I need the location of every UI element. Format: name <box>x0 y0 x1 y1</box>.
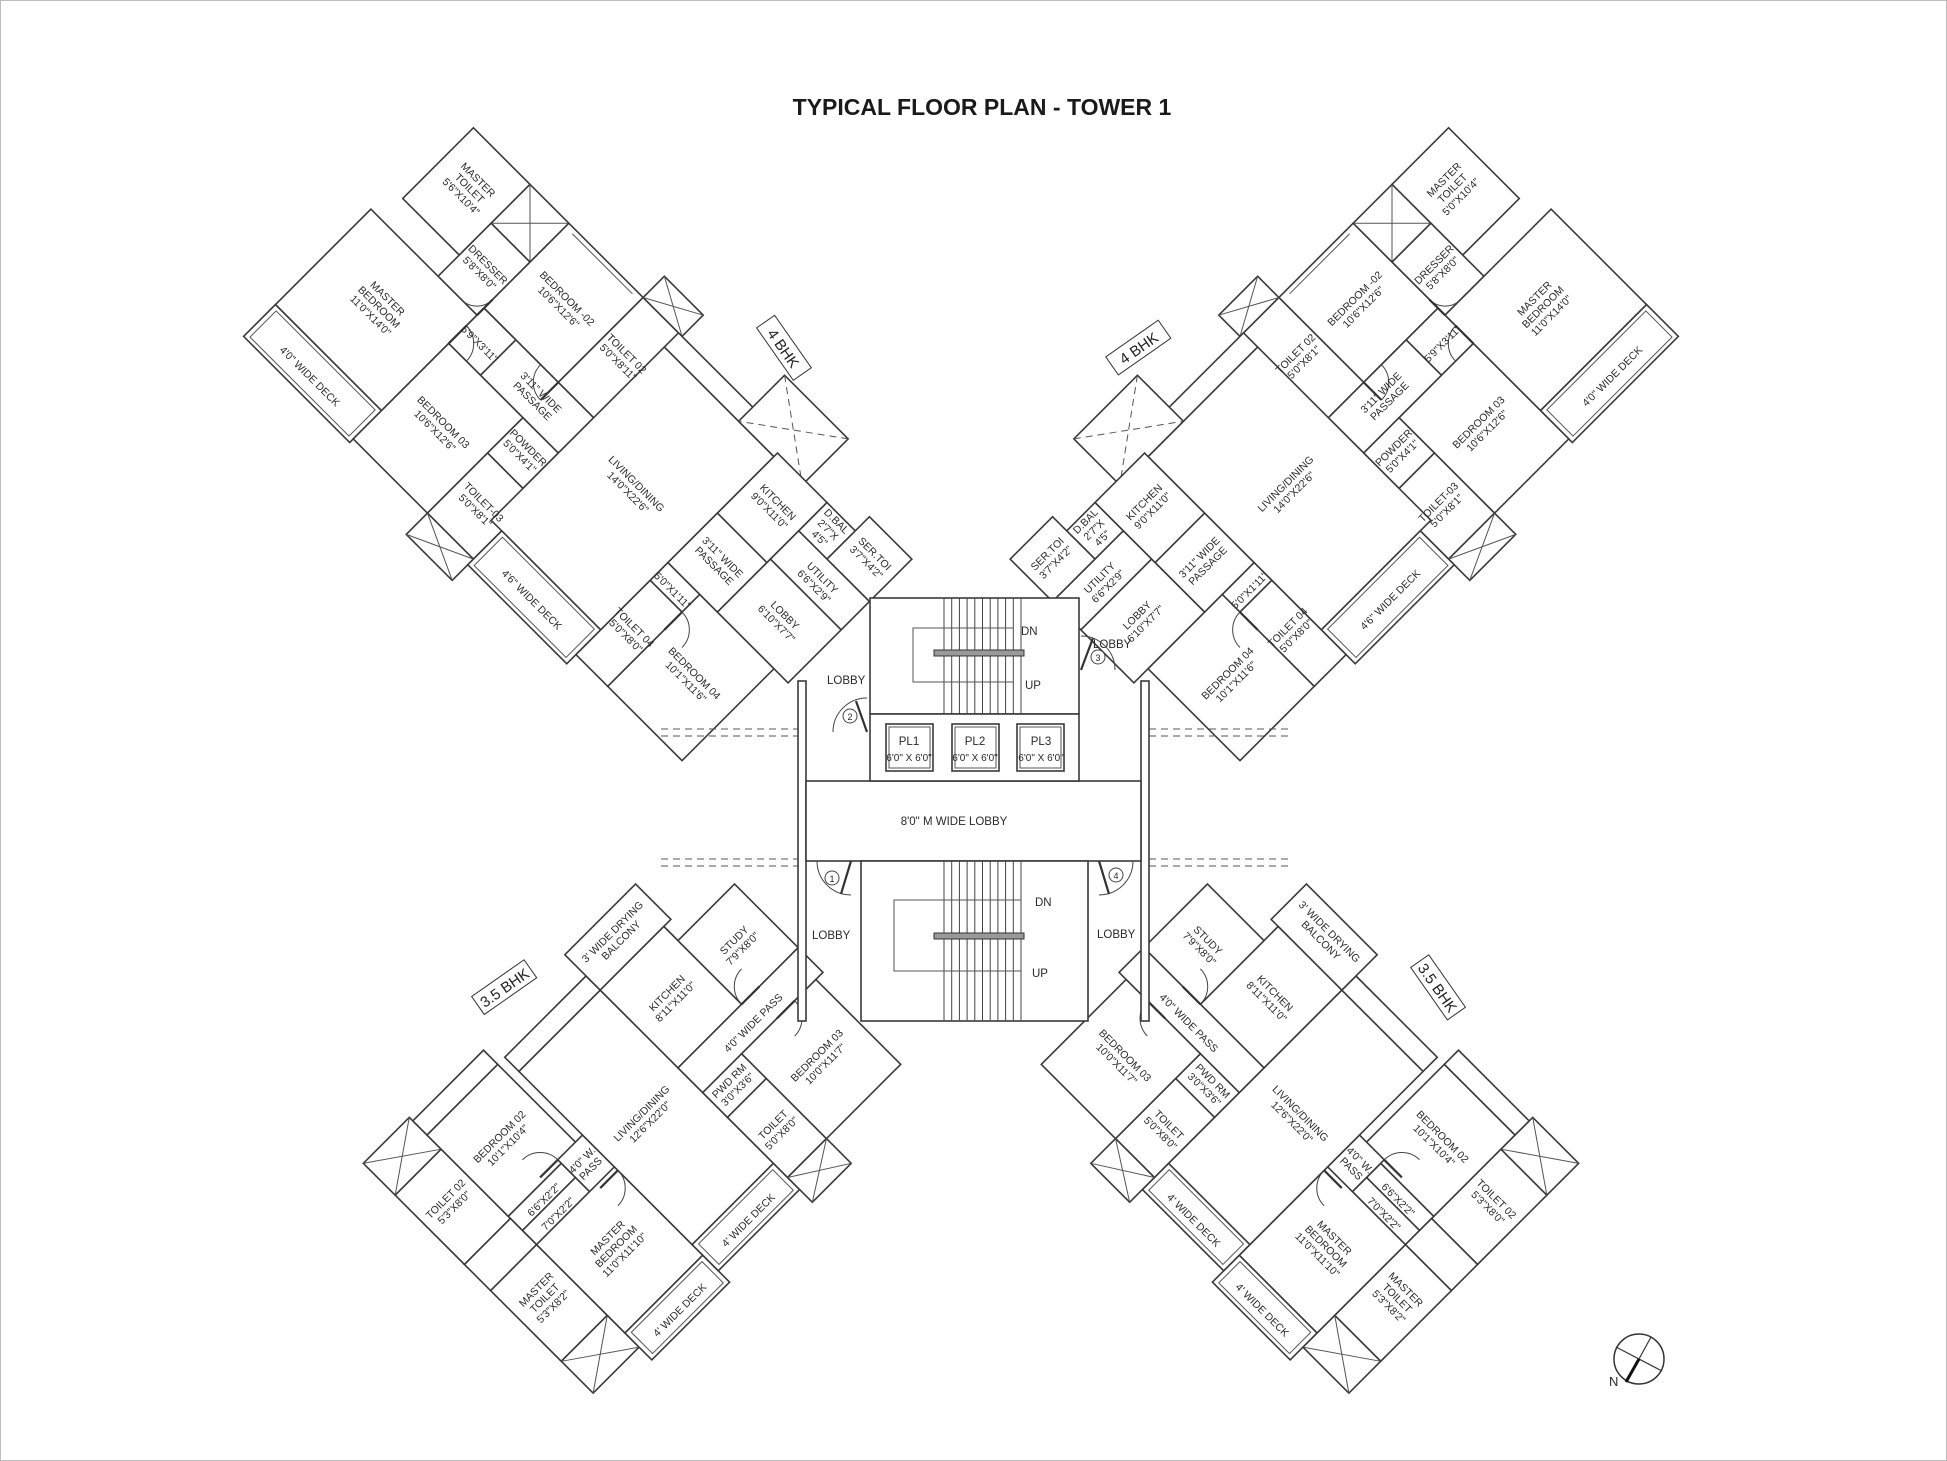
stair-handrail <box>933 649 1025 657</box>
unit-type-tag: 3.5 BHK <box>1410 954 1467 1021</box>
stair-up-label: UP <box>1025 680 1041 692</box>
lift-size: 6'0" X 6'0" <box>886 753 932 764</box>
lift-pl3: PL3 6'0" X 6'0" <box>1016 723 1065 772</box>
north-label: N <box>1609 1374 1618 1389</box>
lobby-label: LOBBY <box>1093 639 1132 651</box>
unit-walls <box>224 84 942 801</box>
stair-handrail <box>933 932 1025 940</box>
entry-number: 1 <box>829 874 834 884</box>
lift-size: 6'0" X 6'0" <box>1018 753 1064 764</box>
unit-top-left-4bhk: MASTERTOILET5'6"X10'4"DRESSER5'8"X8'0"MA… <box>224 84 942 801</box>
entry-number: 3 <box>1095 653 1100 663</box>
lobby-label: LOBBY <box>812 930 851 942</box>
north-pointer-icon <box>1624 1358 1641 1383</box>
lift-pl1: PL1 6'0" X 6'0" <box>885 723 934 772</box>
unit-type-tag: 4 BHK <box>755 314 813 382</box>
lift-size: 6'0" X 6'0" <box>952 753 998 764</box>
entry-number: 4 <box>1113 871 1118 881</box>
unit-bottom-right-3-5bhk: 3' WIDE DRYINGBALCONYKITCHEN8'11"X11'0"S… <box>1008 833 1584 1409</box>
unit-walls <box>980 84 1698 801</box>
main-lobby <box>805 780 1142 862</box>
lift-name: PL2 <box>965 736 985 748</box>
unit-bottom-left-3-5bhk: 3' WIDE DRYINGBALCONYKITCHEN8'11"X11'0"S… <box>358 833 934 1409</box>
unit-type-tag: 3.5 BHK <box>470 959 538 1016</box>
entry-door-3[interactable]: 3 <box>1079 635 1116 671</box>
unit-type-tag: 4 BHK <box>1105 319 1172 376</box>
lift-name: PL3 <box>1031 736 1051 748</box>
entry-door-4[interactable]: 4 <box>1097 860 1134 896</box>
plan-title: TYPICAL FLOOR PLAN - TOWER 1 <box>793 94 1172 120</box>
entry-door-2[interactable]: 2 <box>832 697 869 733</box>
north-arrow: N <box>1609 1333 1665 1389</box>
stair-down-label: DN <box>1021 626 1038 638</box>
entry-number: 2 <box>847 712 852 722</box>
central-core: 8'0" M WIDE LOBBY DN UP PL1 6'0" X 6'0" … <box>661 597 1291 1022</box>
lift-name: PL1 <box>899 736 919 748</box>
stair-up-label: UP <box>1032 968 1048 980</box>
main-lobby-label: 8'0" M WIDE LOBBY <box>901 816 1008 828</box>
unit-top-right-4bhk: MASTERTOILET5'0"X10'4"DRESSER5'8"X8'0"MA… <box>980 84 1698 801</box>
compass-circle-icon <box>1613 1333 1665 1385</box>
lift-pl2: PL2 6'0" X 6'0" <box>951 723 1000 772</box>
lobby-wall-right <box>1140 680 1150 1022</box>
lobby-label: LOBBY <box>1097 929 1136 941</box>
stair-down-label: DN <box>1035 897 1052 909</box>
entry-door-1[interactable]: 1 <box>816 860 853 896</box>
lobby-wall-left <box>797 680 807 1022</box>
lobby-label: LOBBY <box>827 675 866 687</box>
